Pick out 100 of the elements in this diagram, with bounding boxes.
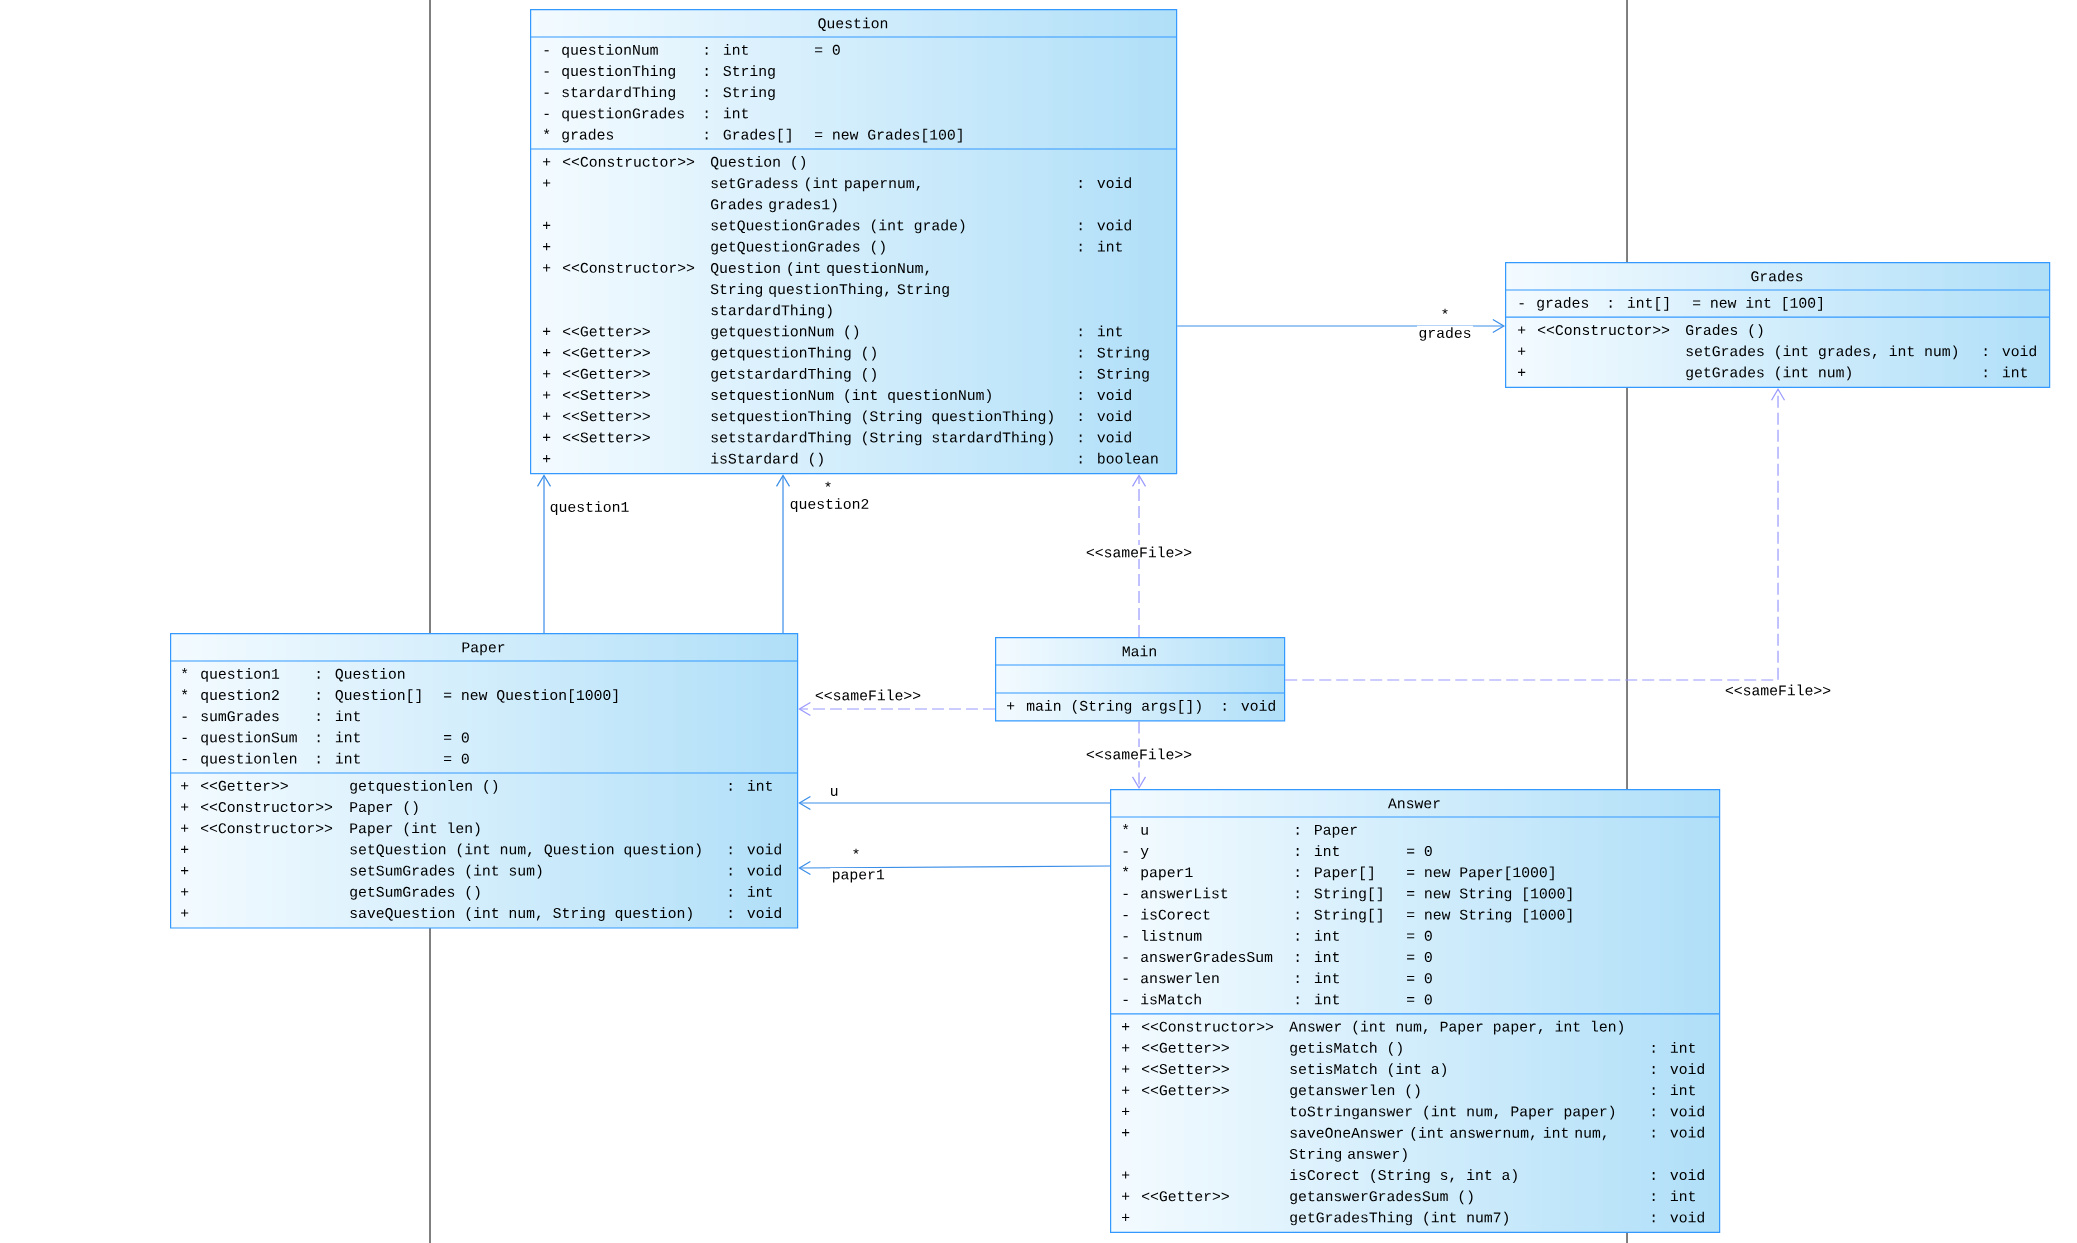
attribute-row: - questionGrades : int [544,107,748,122]
dependency-arrow [1131,720,1147,789]
node-label: : int [317,710,360,722]
operation-row: + setGrades (int grades, int num) : void [1518,345,2036,360]
node-label: paper1 [1141,867,1193,881]
node-label: + [181,909,189,917]
operation-row: + isCorect (String s, int a) : void [1122,1169,1704,1183]
class-name: Main [1122,645,1156,657]
operation-row: + getGrades (int num) : int [1518,366,2027,381]
node-label: + [1518,347,1526,355]
node-label: + [543,221,551,230]
node-label: + [1122,1213,1130,1222]
operation-row: + saveQuestion (int num, String question) : void [181,907,781,921]
attribute-row: * grades : Grades[] = new Grades[100] [544,128,962,143]
attribute-row: - isMatch : int = 0 [1123,993,1432,1005]
attribute-row: - sumGrades : int [182,710,360,722]
node-label: getSumGrades () [350,886,480,900]
operation-row: + <<Setter>> setquestionThing (String questionThing) : void [543,410,1131,425]
node-label: <<Setter>> [563,432,650,443]
node-label: : void [1652,1126,1704,1138]
node-label: : void [1652,1169,1704,1181]
edge-label: question2 [788,496,871,514]
node-label: = 0 [444,753,469,764]
node-label: : int [1296,845,1339,857]
node-label: + [181,888,189,896]
node-label: setQuestion (int num, Question question) [350,843,701,858]
node-label: : int [1652,1190,1695,1202]
operation-row: + <<Getter>> getquestionlen () : int [181,780,772,794]
node-label: setisMatch (int a) [1290,1063,1446,1077]
node-label: getGradesThing (int num7) [1290,1211,1508,1226]
node-label: + [543,242,551,251]
node-label: + [181,845,189,854]
operation-row: + <<Getter>> getanswerGradesSum () : int [1122,1190,1695,1205]
node-label: + [1122,1192,1130,1200]
node-label: getanswerlen () [1290,1084,1420,1099]
node-label: = 0 [1407,952,1432,963]
node-label: * [543,128,550,135]
node-label: setSumGrades (int sum) [350,864,542,879]
node-label: = 0 [1407,994,1432,1005]
node-label: - [544,50,549,52]
class-name: Answer [1387,798,1440,809]
node-label: questionlen [201,752,297,767]
node-label: : int [1652,1042,1695,1053]
operation-row: + setQuestionGrades (int grade) : void [543,219,1131,234]
node-label: : int[] [1609,297,1669,311]
node-label: : int [1296,930,1339,941]
node-label: setquestionThing (String questionThing) [711,410,1053,425]
operation-row: + getQuestionGrades () : int [543,240,1122,255]
node-label: + [543,391,551,399]
operation-row: + isStardard () : boolean [543,452,1158,467]
attribute-row: * question2 : Question[] = new Question[1000] [182,689,618,703]
node-label: : int [1079,325,1122,337]
node-label: : void [1984,345,2036,357]
node-label: setstardardThing (String stardardThing) [711,431,1053,446]
node-label: : int [729,886,772,897]
node-label: * [181,689,188,695]
node-label: = 0 [1407,973,1432,984]
node-label: = 0 [815,44,840,55]
node-label: + [543,454,551,463]
node-label: + [1122,1171,1130,1179]
node-label: <<Getter>> [1142,1191,1229,1202]
node-label: sumGrades [201,710,279,722]
operation-row: + <<Setter>> setquestionNum (int questionNum) : void [543,389,1131,403]
multiplicity-label: * [853,848,859,854]
node-label: : void [1079,389,1131,401]
node-label: getQuestionGrades () [711,240,885,255]
node-label: - [1123,851,1128,853]
node-label: : int [317,731,360,743]
node-label: : int [1652,1084,1695,1096]
attribute-row: - questionThing : String [544,65,775,79]
node-label: getGrades (int num) [1686,366,1851,381]
operation-row: + getGradesThing (int num7) : void [1122,1211,1704,1226]
node-label: <<Getter>> [563,326,650,337]
node-label: - [182,759,187,761]
node-label: <<Getter>> [1142,1042,1229,1053]
operation-row: + setSumGrades (int sum) : void [181,864,781,879]
node-label: : Paper[] [1296,866,1373,881]
node-label: questionNum [562,44,658,58]
dependency-arrow [1284,388,1786,681]
dependency-arrow [798,701,996,717]
attribute-row: - questionNum : int = 0 [544,44,840,58]
node-label: getstardardThing () [711,368,876,382]
node-label: + [543,433,551,442]
node-label: * [1122,824,1129,830]
node-label: : String [1079,368,1149,382]
node-label: * [181,668,188,674]
node-label: answerlen [1141,972,1219,984]
operation-row: + getSumGrades () : int [181,886,772,900]
node-label: - [1123,936,1128,938]
node-label: question1 [201,668,280,682]
node-label: - [1123,957,1128,959]
node-label: setGradess (int papernum, Grades grades1) [711,177,920,213]
node-label: + [1122,1129,1130,1137]
node-label: : int [1984,366,2027,378]
node-label: : Question[] [317,689,421,703]
node-label: : void [1652,1063,1704,1075]
attribute-row: - isCorect : String[] = new String [1000] [1123,908,1572,923]
node-label: + [543,412,551,420]
node-label: isMatch [1141,993,1201,1005]
node-label: getquestionThing () [711,346,876,361]
